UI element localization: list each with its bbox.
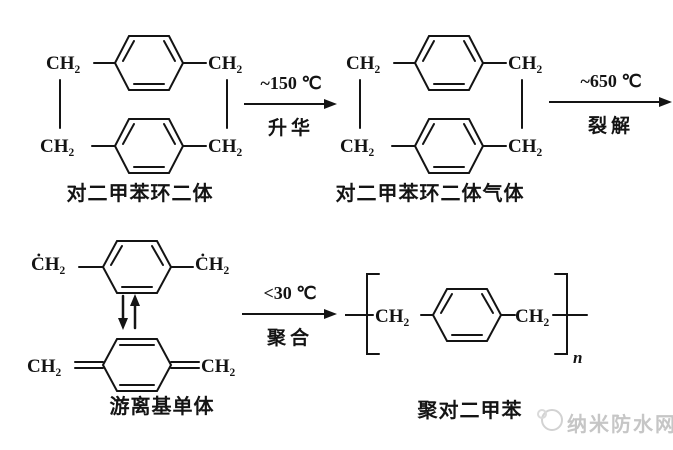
equilibrium-arrows-icon [118,294,140,330]
quinoid-ch2-group-right: CH₂ [201,356,236,377]
quinoid-ring [101,338,173,392]
left-bracket [366,273,380,355]
ch2-group-bottom-right: CH₂ [508,136,543,157]
ch2-group-top-right: CH₂ [508,53,543,74]
benzene-ring [113,118,185,174]
benzene-ring [101,240,173,294]
ch2-group-top-left: CH₂ [346,53,381,74]
dimer-structure: CH₂ CH₂ CH₂ CH₂ 对二甲苯环二体 [0,0,300,215]
dimer-gas-structure: CH₂ CH₂ CH₂ CH₂ 对二甲苯环二体气体 [300,0,600,215]
ch2-group-right: CH₂ [515,306,550,327]
polymer-bonds-svg [345,273,588,355]
right-arrow-icon [244,98,337,109]
ch2-group-bottom-left: CH₂ [340,136,375,157]
radical-ch2-group-left: ĊH₂ [31,254,66,275]
monomer-structure: ĊH₂ ĊH₂ CH₂ CH₂ 游离基单体 [25,230,275,430]
monomer-bonds-svg [74,240,200,392]
reaction-condition-text: <30 ℃ [263,283,317,303]
dimer-gas-bonds-svg [359,35,523,174]
benzene-ring [413,118,485,174]
reaction-condition-text: ~650 ℃ [580,71,642,91]
benzene-ring [113,35,185,91]
watermark-text: 纳米防水网 [567,414,673,436]
reaction-condition-text: ~150 ℃ [260,73,322,93]
repeat-subscript-n: n [573,348,583,367]
reaction-step-text: 聚合 [266,327,313,349]
reaction-arrow-pyrolysis: ~650 ℃ 裂解 [549,71,673,138]
benzene-ring [431,288,503,342]
ch2-group-top-left: CH₂ [46,53,81,74]
right-arrow-icon [242,308,337,319]
monomer-label: 游离基单体 [109,396,215,418]
ch2-group-top-right: CH₂ [208,53,243,74]
dimer-gas-label: 对二甲苯环二体气体 [335,183,525,205]
reaction-step-text: 裂解 [587,115,634,137]
ch2-group-bottom-left: CH₂ [40,136,75,157]
radical-ch2-group-right: ĊH₂ [195,254,230,275]
polymer-structure: CH₂ CH₂ n 聚对二甲苯 [345,258,625,428]
reaction-arrow-polymerization: <30 ℃ 聚合 [242,283,338,350]
reaction-step-text: 升华 [267,117,314,139]
ch2-group-left: CH₂ [375,306,410,327]
benzene-ring [413,35,485,91]
reaction-arrow-sublimation: ~150 ℃ 升华 [244,73,338,140]
ch2-group-bottom-right: CH₂ [208,136,243,157]
dimer-bonds-svg [59,35,228,174]
dimer-label: 对二甲苯环二体 [66,183,214,205]
watermark-logo-icon [537,409,563,431]
right-arrow-icon [549,96,672,107]
quinoid-ch2-group-left: CH₂ [27,356,62,377]
watermark: 纳米防水网 [533,404,673,436]
polymer-label: 聚对二甲苯 [417,400,523,422]
